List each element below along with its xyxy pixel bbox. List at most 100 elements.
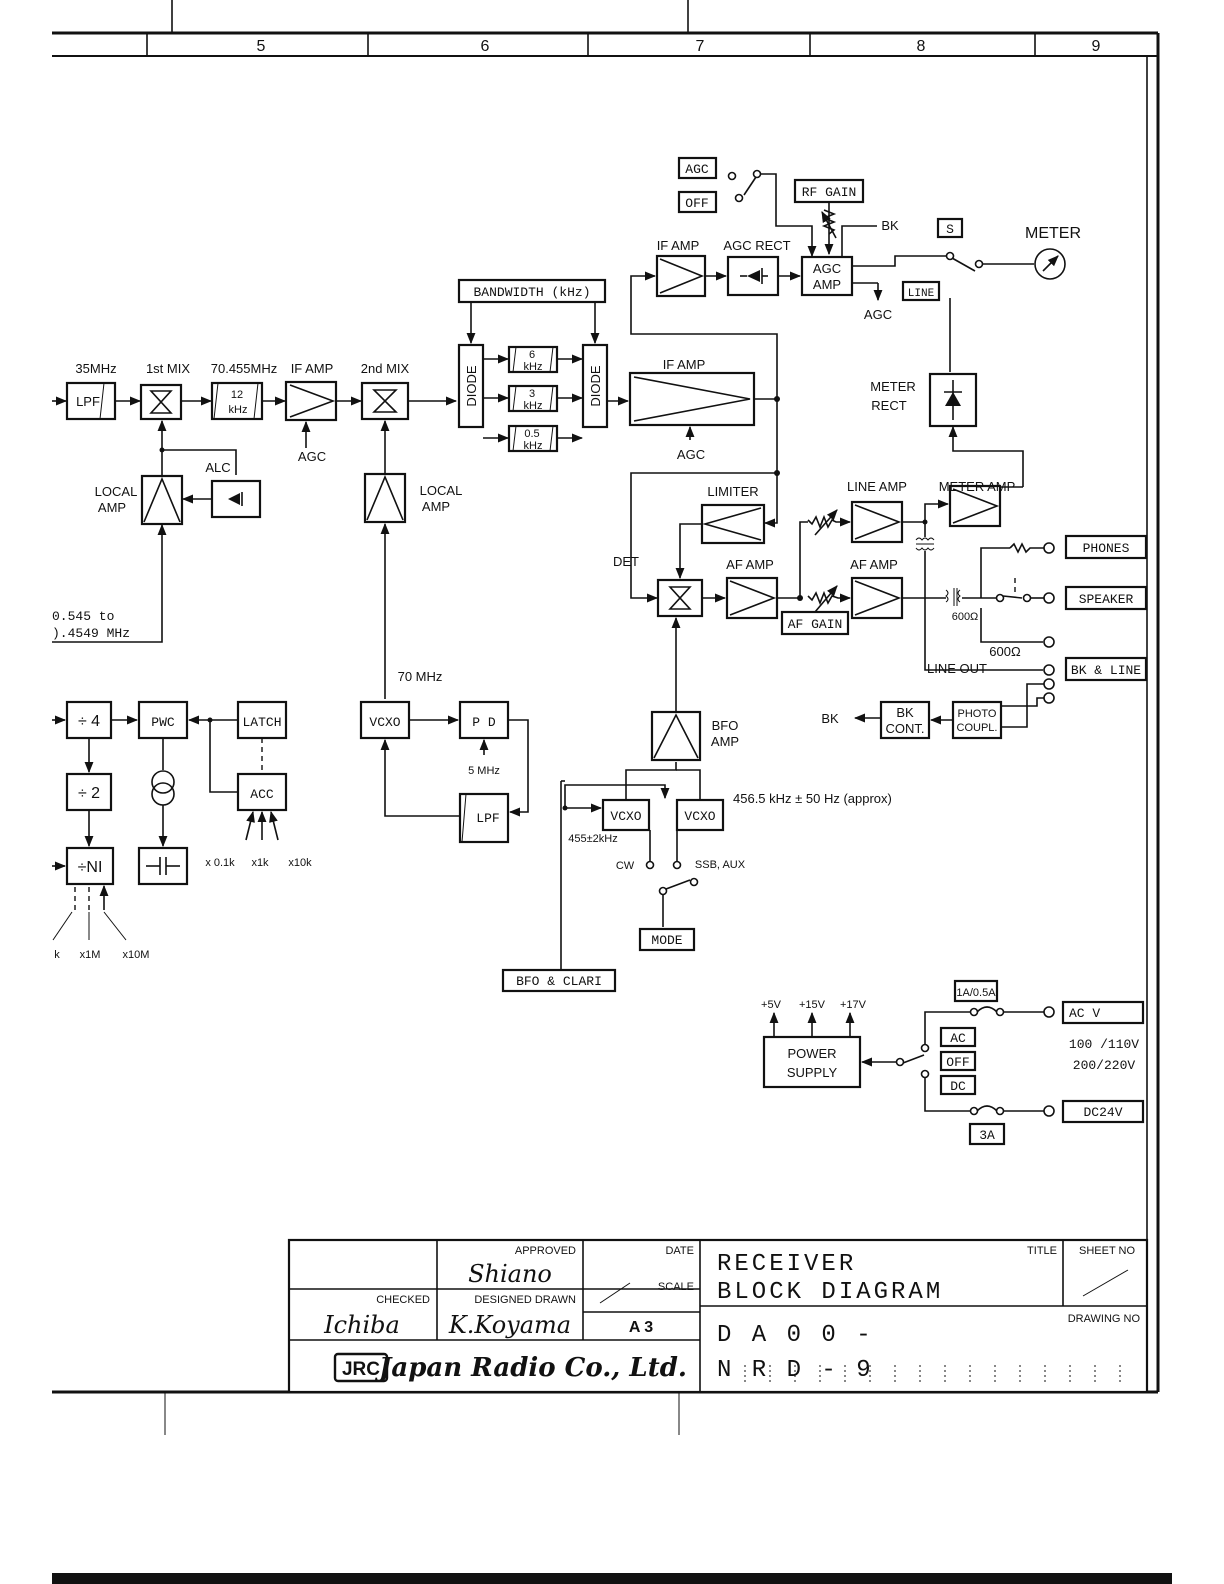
lpf-label: LPF [76,394,100,409]
power-switch-ac-contact [920,1043,930,1053]
filter-unit: kHz [524,440,543,452]
af-gain-box [780,610,850,636]
divide-4-label: ÷ 4 [78,713,100,730]
ohm-600-1: 600Ω [952,611,979,623]
acc-label: ACC [250,787,274,802]
vcxo-ssb-label: VCXO [684,809,715,824]
vcxo-cw-label: VCXO [610,809,641,824]
main-if-amp-block [628,371,756,427]
v5-label: +5V [761,999,782,1011]
drawn-signature: K.Koyama [448,1311,571,1339]
title-block: APPROVED DATE CHECKED DESIGNED DRAWN SCA… [287,1238,1149,1394]
meter-s-contact [945,251,955,261]
mode-label: MODE [651,933,682,948]
freq-5mhz: 5 MHz [468,765,500,777]
lpf-block [65,381,117,421]
ac-input-box [1061,1000,1145,1025]
approved-signature: Shiano [468,1260,552,1288]
bk-line-label: BK & LINE [1071,663,1141,678]
bfo-amp-label: BFO [712,718,739,733]
ac-terminal [1043,1006,1055,1018]
line-label: LINE [908,288,935,300]
meter-rect-label: METER [870,379,916,394]
if-amp-1-block [284,380,338,422]
photo-coupler-label: PHOTO [958,708,997,720]
mode-switch-contact [689,877,699,887]
speaker-transformer-icon [945,588,961,606]
filter-12-unit: kHz [229,404,248,416]
dc-terminal [1043,1105,1055,1117]
drawing-no-1: D A 0 0 - [717,1322,874,1349]
mult-1k: x1k [251,857,269,869]
divide-2-label: ÷ 2 [78,785,100,802]
if-amp-agc-block [655,254,707,298]
line-amp-block [850,500,904,544]
local-amp-b-block [363,472,407,524]
paper-size-label: A 3 [629,1319,653,1336]
vcxo-cw-block [601,798,651,832]
zone-label: 7 [696,38,705,55]
bk-label-1: BK [881,218,899,233]
agc-label-1: AGC [298,449,326,464]
mult-k: k [54,949,60,961]
freq-70455mhz: 70.455MHz [211,361,277,376]
drawing-frame: 5 6 7 8 9 [52,0,1172,1584]
approved-label: APPROVED [515,1245,576,1257]
mult-10m: x10M [123,949,150,961]
power-section: POWER SUPPLY +5V +15V +17V AC OFF DC 1A/… [761,979,1145,1146]
if-amp-1-label: IF AMP [291,361,334,376]
filter-12-label: 12 [231,389,243,401]
photo-coupler-block [951,700,1003,740]
title-line-2: BLOCK DIAGRAM [717,1279,943,1306]
agc-amp-label: AGC [813,261,841,276]
filter-unit: kHz [524,400,543,412]
alc-label: ALC [205,460,230,475]
checked-label: CHECKED [376,1294,430,1306]
voltage-a: 100 /110V [1069,1037,1139,1052]
bfo-section: BFO AMP VCXO VCXO 456.5 kHz ± 50 Hz (app… [501,616,892,993]
dc-switch-box [939,1074,977,1096]
agc-amp-label-2: AMP [813,277,841,292]
filter-12khz-block [210,381,264,421]
af-amp-2-label: AF AMP [850,557,898,572]
meter-label: METER [1025,225,1081,242]
agc-amp-block [800,255,854,297]
bfo-clar-label: BFO & CLARI [516,974,602,989]
bfo-amp-label-2: AMP [711,734,739,749]
divide-by-n-block [65,846,115,886]
local-amp-b-label-2: AMP [422,499,450,514]
speaker-box [1064,585,1148,611]
bk-terminal-2 [1043,692,1055,704]
sheet-no-label: SHEET NO [1079,1245,1135,1257]
speaker-switch-contact [1022,593,1032,603]
checked-signature: Ichiba [323,1311,400,1339]
v17-label: +17V [840,999,867,1011]
divide-n-label: ÷NI [78,859,103,876]
speaker-label: SPEAKER [1079,592,1134,607]
fuse-1-label: 1A/0.5A [956,987,996,999]
s-label: S [946,222,954,237]
af-gain-label: AF GAIN [788,617,843,632]
phones-terminal [1043,542,1055,554]
power-switch-pole [895,1057,905,1067]
drawing-no-label: DRAWING NO [1068,1313,1141,1325]
zone-label: 6 [481,38,490,55]
range-label-2: ).4549 MHz [52,626,130,641]
power-switch-dc-contact [920,1069,930,1079]
scale-label: SCALE [658,1281,694,1293]
main-if-amp-label: IF AMP [663,357,706,372]
fuse-2-icon [976,1105,998,1112]
diode-switch-in [457,343,485,429]
ac-switch-label: AC [950,1031,966,1046]
diode-out-label: DIODE [588,365,603,407]
local-amp-a-block [140,474,184,526]
bk-line-box [1064,656,1148,682]
pd-label: P D [472,715,496,730]
af-amp-1-label: AF AMP [726,557,774,572]
dc24-label: DC24V [1083,1105,1122,1120]
date-label: DATE [665,1245,694,1257]
agc-rect-label: AGC RECT [723,238,790,253]
jrc-logo [333,1352,389,1383]
current-source-icon [151,770,175,794]
